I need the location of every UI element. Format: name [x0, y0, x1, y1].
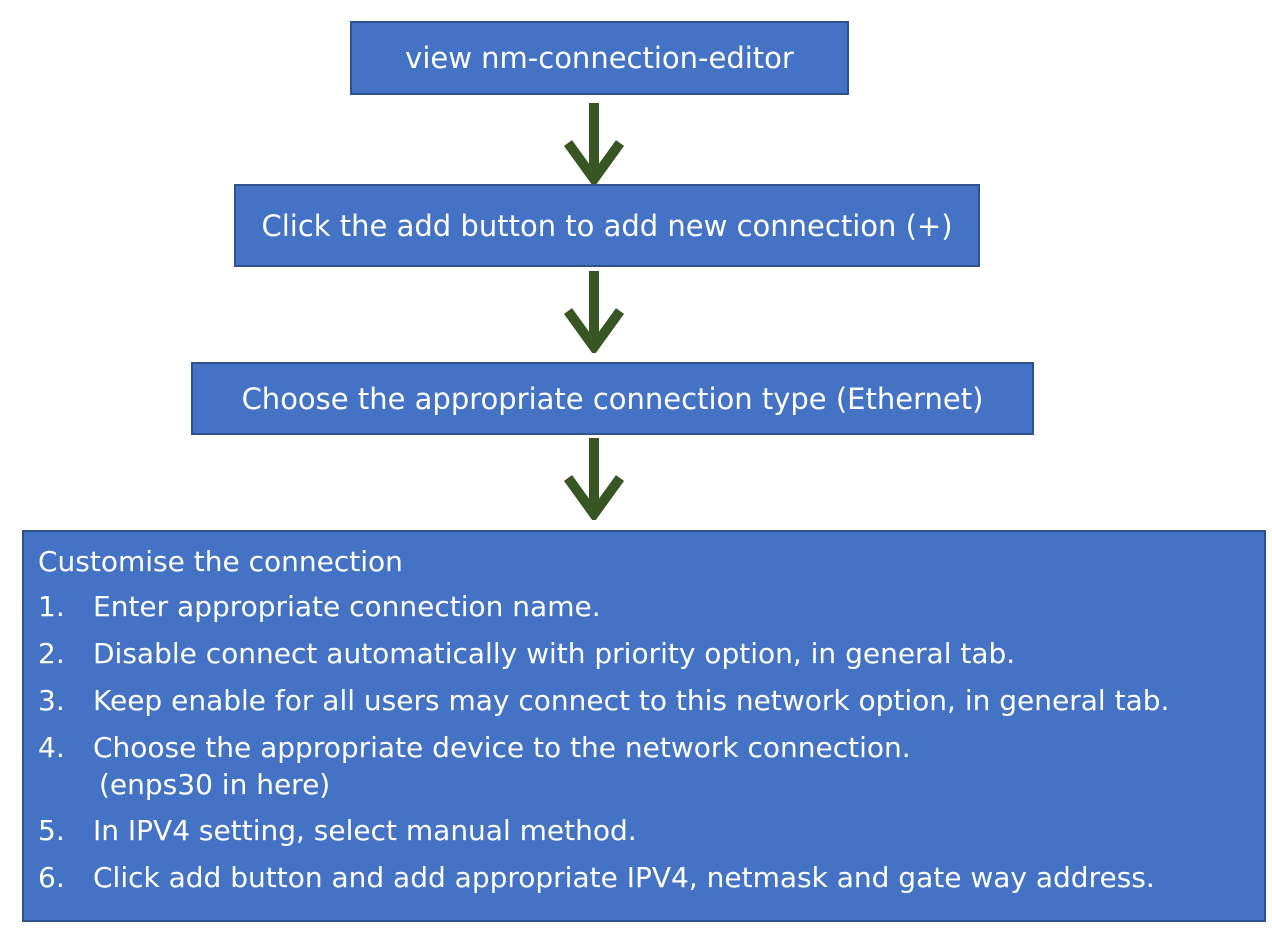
item-text: Click add button and add appropriate IPV…	[93, 861, 1155, 894]
step-label: Choose the appropriate connection type (…	[241, 381, 984, 416]
list-item: 1. Enter appropriate connection name.	[38, 588, 1250, 626]
step-label: Click the add button to add new connecti…	[261, 208, 953, 243]
item-number: 2.	[38, 637, 65, 670]
list-item: 2. Disable connect automatically with pr…	[38, 635, 1250, 673]
down-arrow-icon	[564, 103, 624, 185]
item-number: 4.	[38, 731, 65, 764]
step-box-connection-type: Choose the appropriate connection type (…	[191, 362, 1034, 435]
list-item: 6. Click add button and add appropriate …	[38, 859, 1250, 897]
customise-connection-panel: Customise the connection 1. Enter approp…	[22, 530, 1266, 922]
down-arrow-icon	[564, 438, 624, 520]
item-note: (enps30 in here)	[99, 768, 331, 801]
item-text: In IPV4 setting, select manual method.	[93, 814, 637, 847]
item-text: Disable connect automatically with prior…	[93, 637, 1016, 670]
panel-title: Customise the connection	[38, 545, 403, 578]
item-text: Keep enable for all users may connect to…	[93, 684, 1170, 717]
item-text: Enter appropriate connection name.	[93, 590, 601, 623]
item-number: 6.	[38, 861, 65, 894]
down-arrow-icon	[564, 271, 624, 353]
item-number: 1.	[38, 590, 65, 623]
instruction-list: 1. Enter appropriate connection name. 2.…	[38, 588, 1250, 897]
step-label: view nm-connection-editor	[405, 41, 794, 75]
list-item: 5. In IPV4 setting, select manual method…	[38, 812, 1250, 850]
list-item: 4. Choose the appropriate device to the …	[38, 729, 1250, 803]
step-box-add-connection: Click the add button to add new connecti…	[234, 184, 980, 267]
step-box-view-editor: view nm-connection-editor	[350, 21, 849, 95]
item-number: 3.	[38, 684, 65, 717]
item-number: 5.	[38, 814, 65, 847]
list-item: 3. Keep enable for all users may connect…	[38, 682, 1250, 720]
item-text: Choose the appropriate device to the net…	[93, 731, 911, 764]
